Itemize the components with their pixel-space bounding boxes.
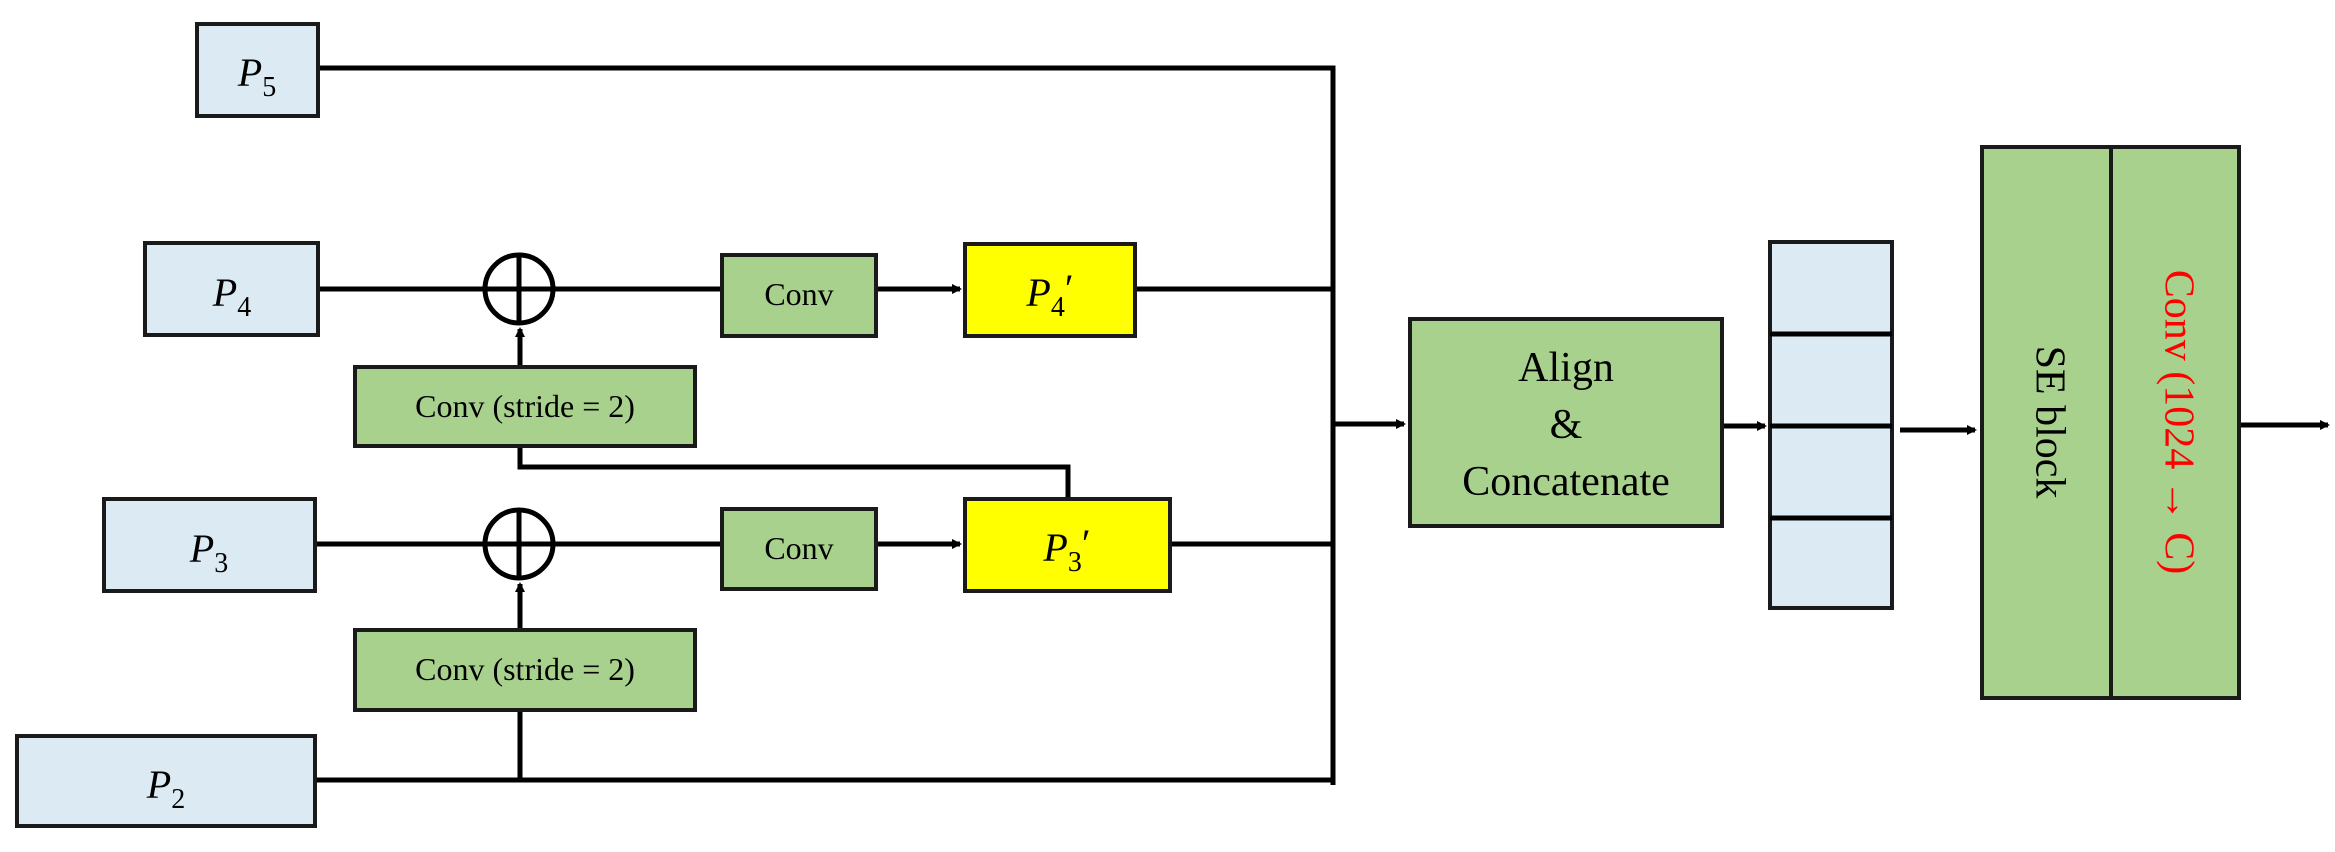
- input-p4: P4: [143, 241, 320, 337]
- svg-text:Conv (stride = 2): Conv (stride = 2): [415, 651, 635, 687]
- input-p2: P2: [15, 734, 317, 828]
- input-p5: P5: [195, 22, 320, 118]
- conv-block-p3: Conv: [720, 507, 878, 591]
- se-block: SE block: [1980, 145, 2113, 700]
- svg-text:P4: P4: [212, 270, 251, 323]
- svg-text:P5: P5: [237, 50, 276, 103]
- svg-text:P2: P2: [146, 762, 185, 815]
- wire-p3prime-to-stride-conv: [517, 447, 1071, 500]
- svg-text:P4′: P4′: [1025, 266, 1073, 323]
- final-conv-block: Conv (1024 → C): [2109, 145, 2241, 700]
- output-p4-prime: P4′: [963, 242, 1137, 338]
- conv-block-p4: Conv: [720, 253, 878, 338]
- sum-node-p3: [482, 507, 556, 581]
- svg-text:Conv (1024 → C): Conv (1024 → C): [2155, 270, 2201, 575]
- output-p3-prime: P3′: [963, 497, 1172, 593]
- connections: [315, 65, 2330, 785]
- svg-text:Conv: Conv: [764, 530, 833, 566]
- svg-text:P3: P3: [189, 526, 228, 579]
- svg-text:Align: Align: [1518, 345, 1614, 391]
- svg-text:Conv (stride = 2): Conv (stride = 2): [415, 388, 635, 424]
- stride-conv-block-upper: Conv (stride = 2): [353, 365, 697, 448]
- svg-text:Concatenate: Concatenate: [1462, 459, 1670, 505]
- align-concatenate-block: Align & Concatenate: [1408, 317, 1724, 528]
- svg-text:P3′: P3′: [1042, 521, 1090, 578]
- svg-text:SE block: SE block: [2026, 346, 2072, 499]
- sum-node-p4: [482, 252, 556, 326]
- stride-conv-block-lower: Conv (stride = 2): [353, 628, 697, 712]
- feature-stack: [1768, 240, 1894, 610]
- input-p3: P3: [102, 497, 317, 593]
- svg-text:Conv: Conv: [764, 276, 833, 312]
- svg-text:&: &: [1550, 402, 1583, 448]
